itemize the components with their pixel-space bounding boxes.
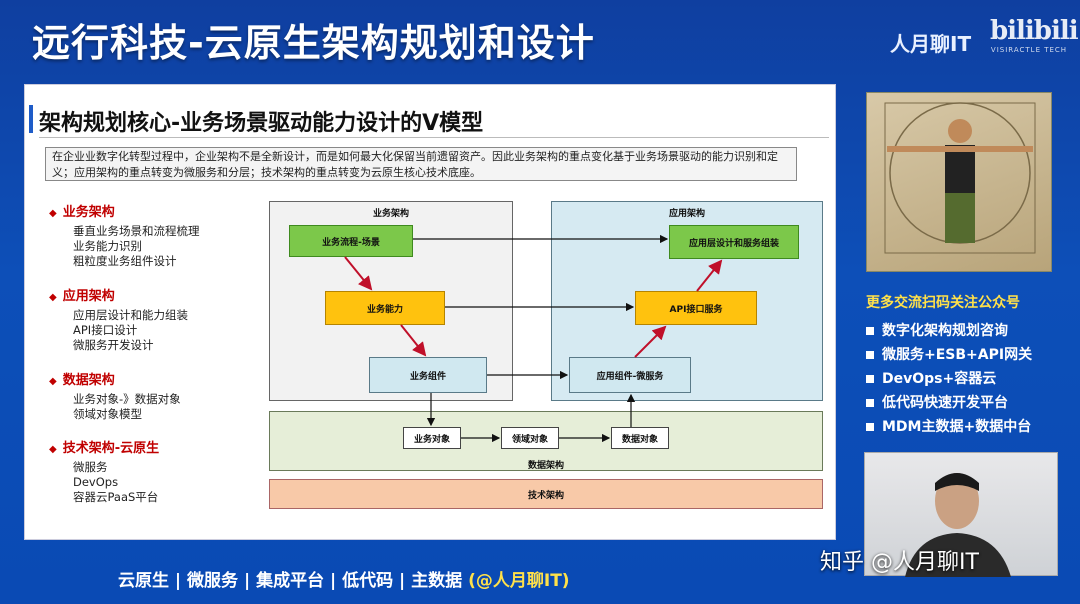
service-item: DevOps+容器云 [866, 368, 996, 388]
title-divider [39, 137, 829, 138]
biz-capability-box: 业务能力 [325, 291, 445, 325]
arrow-line [634, 325, 667, 358]
square-bullet-icon [866, 423, 874, 431]
arrow-line [400, 324, 427, 357]
section-heading: 技术架构-云原生 [62, 441, 160, 456]
diamond-icon: ◆ [49, 208, 57, 219]
square-bullet-icon [866, 375, 874, 383]
arrow-line [344, 256, 373, 291]
footer-tagline: 云原生 | 微服务 | 集成平台 | 低代码 | 主数据 (@人月聊IT) [118, 566, 570, 591]
biz-component-box: 业务组件 [369, 357, 487, 393]
biz-flow-box: 业务流程-场景 [289, 225, 413, 257]
section-heading: 数据架构 [62, 373, 115, 388]
diamond-icon: ◆ [49, 292, 57, 303]
section-item: 垂直业务场景和流程梳理 [73, 224, 200, 238]
section-technology: ◆ 技术架构-云原生 微服务 DevOps 容器云PaaS平台 [49, 437, 159, 505]
footer-text: 云原生 | 微服务 | 集成平台 | 低代码 | 主数据 [118, 571, 469, 591]
portrait-illustration [884, 102, 1036, 254]
slide-panel: 架构规划核心-业务场景驱动能力设计的V模型 在企业业数字化转型过程中，企业架构不… [24, 84, 836, 540]
technology-architecture-panel: 技术架构 [269, 479, 823, 509]
section-application: ◆ 应用架构 应用层设计和能力组装 API接口设计 微服务开发设计 [49, 285, 188, 353]
service-item: MDM主数据+数据中台 [866, 416, 1031, 436]
square-bullet-icon [866, 327, 874, 335]
data-object-box: 数据对象 [611, 427, 669, 449]
title-accent-bar [29, 105, 33, 133]
panel-label: 应用架构 [668, 209, 705, 219]
domain-object-box: 领域对象 [501, 427, 559, 449]
presenter-portrait-image [866, 92, 1052, 272]
service-item: 微服务+ESB+API网关 [866, 344, 1032, 364]
app-component-box: 应用组件-微服务 [569, 357, 691, 393]
service-item: 数字化架构规划咨询 [866, 320, 1008, 340]
section-item: DevOps [73, 475, 119, 489]
service-item: 低代码快速开发平台 [866, 392, 1008, 412]
section-item: 微服务 [73, 460, 108, 474]
api-service-box: API接口服务 [635, 291, 757, 325]
footer-handle: (@人月聊IT) [468, 571, 570, 591]
logo-text: bilibili [990, 16, 1079, 46]
main-title: 远行科技-云原生架构规划和设计 [32, 21, 595, 65]
section-data: ◆ 数据架构 业务对象-》数据对象 领域对象模型 [49, 369, 181, 422]
section-business: ◆ 业务架构 垂直业务场景和流程梳理 业务能力识别 粗粒度业务组件设计 [49, 201, 200, 269]
bilibili-logo: bilibili VISIRACTLE TECH [990, 16, 1079, 60]
qr-title: 更多交流扫码关注公众号 [866, 295, 1020, 311]
biz-object-box: 业务对象 [403, 427, 461, 449]
service-item-label: 微服务+ESB+API网关 [882, 347, 1033, 363]
presenter-video-frame [905, 473, 1011, 577]
app-layer-box: 应用层设计和服务组装 [669, 225, 799, 259]
section-item: API接口设计 [73, 323, 138, 337]
diagram-arrows [344, 234, 723, 443]
zhihu-watermark: 知乎 @人月聊IT [820, 550, 979, 575]
slide-title: 架构规划核心-业务场景驱动能力设计的V模型 [39, 111, 484, 136]
section-item: 业务能力识别 [73, 239, 142, 253]
section-item: 应用层设计和能力组装 [73, 308, 188, 322]
section-item: 微服务开发设计 [73, 338, 154, 352]
diamond-icon: ◆ [49, 444, 57, 455]
section-item: 容器云PaaS平台 [73, 490, 159, 504]
section-heading: 业务架构 [62, 205, 115, 220]
service-item-label: 数字化架构规划咨询 [882, 323, 1008, 339]
arrow-line [696, 259, 723, 292]
service-item-label: DevOps+容器云 [882, 371, 997, 387]
section-item: 粗粒度业务组件设计 [73, 254, 177, 268]
section-item: 业务对象-》数据对象 [73, 392, 181, 406]
intro-text: 在企业业数字化转型过程中，企业架构不是全新设计，而是如何最大化保留当前遗留资产。… [45, 147, 797, 181]
logo-subtext: VISIRACTLE TECH [990, 46, 1068, 54]
panel-label: 业务架构 [372, 209, 409, 219]
section-heading: 应用架构 [62, 289, 115, 304]
service-item-label: 低代码快速开发平台 [882, 395, 1008, 411]
square-bullet-icon [866, 351, 874, 359]
square-bullet-icon [866, 399, 874, 407]
diamond-icon: ◆ [49, 376, 57, 387]
section-item: 领域对象模型 [73, 407, 142, 421]
presenter-webcam [864, 452, 1058, 577]
brand-name: 人月聊IT [890, 32, 972, 56]
panel-label: 数据架构 [527, 461, 564, 471]
service-item-label: MDM主数据+数据中台 [882, 419, 1032, 435]
